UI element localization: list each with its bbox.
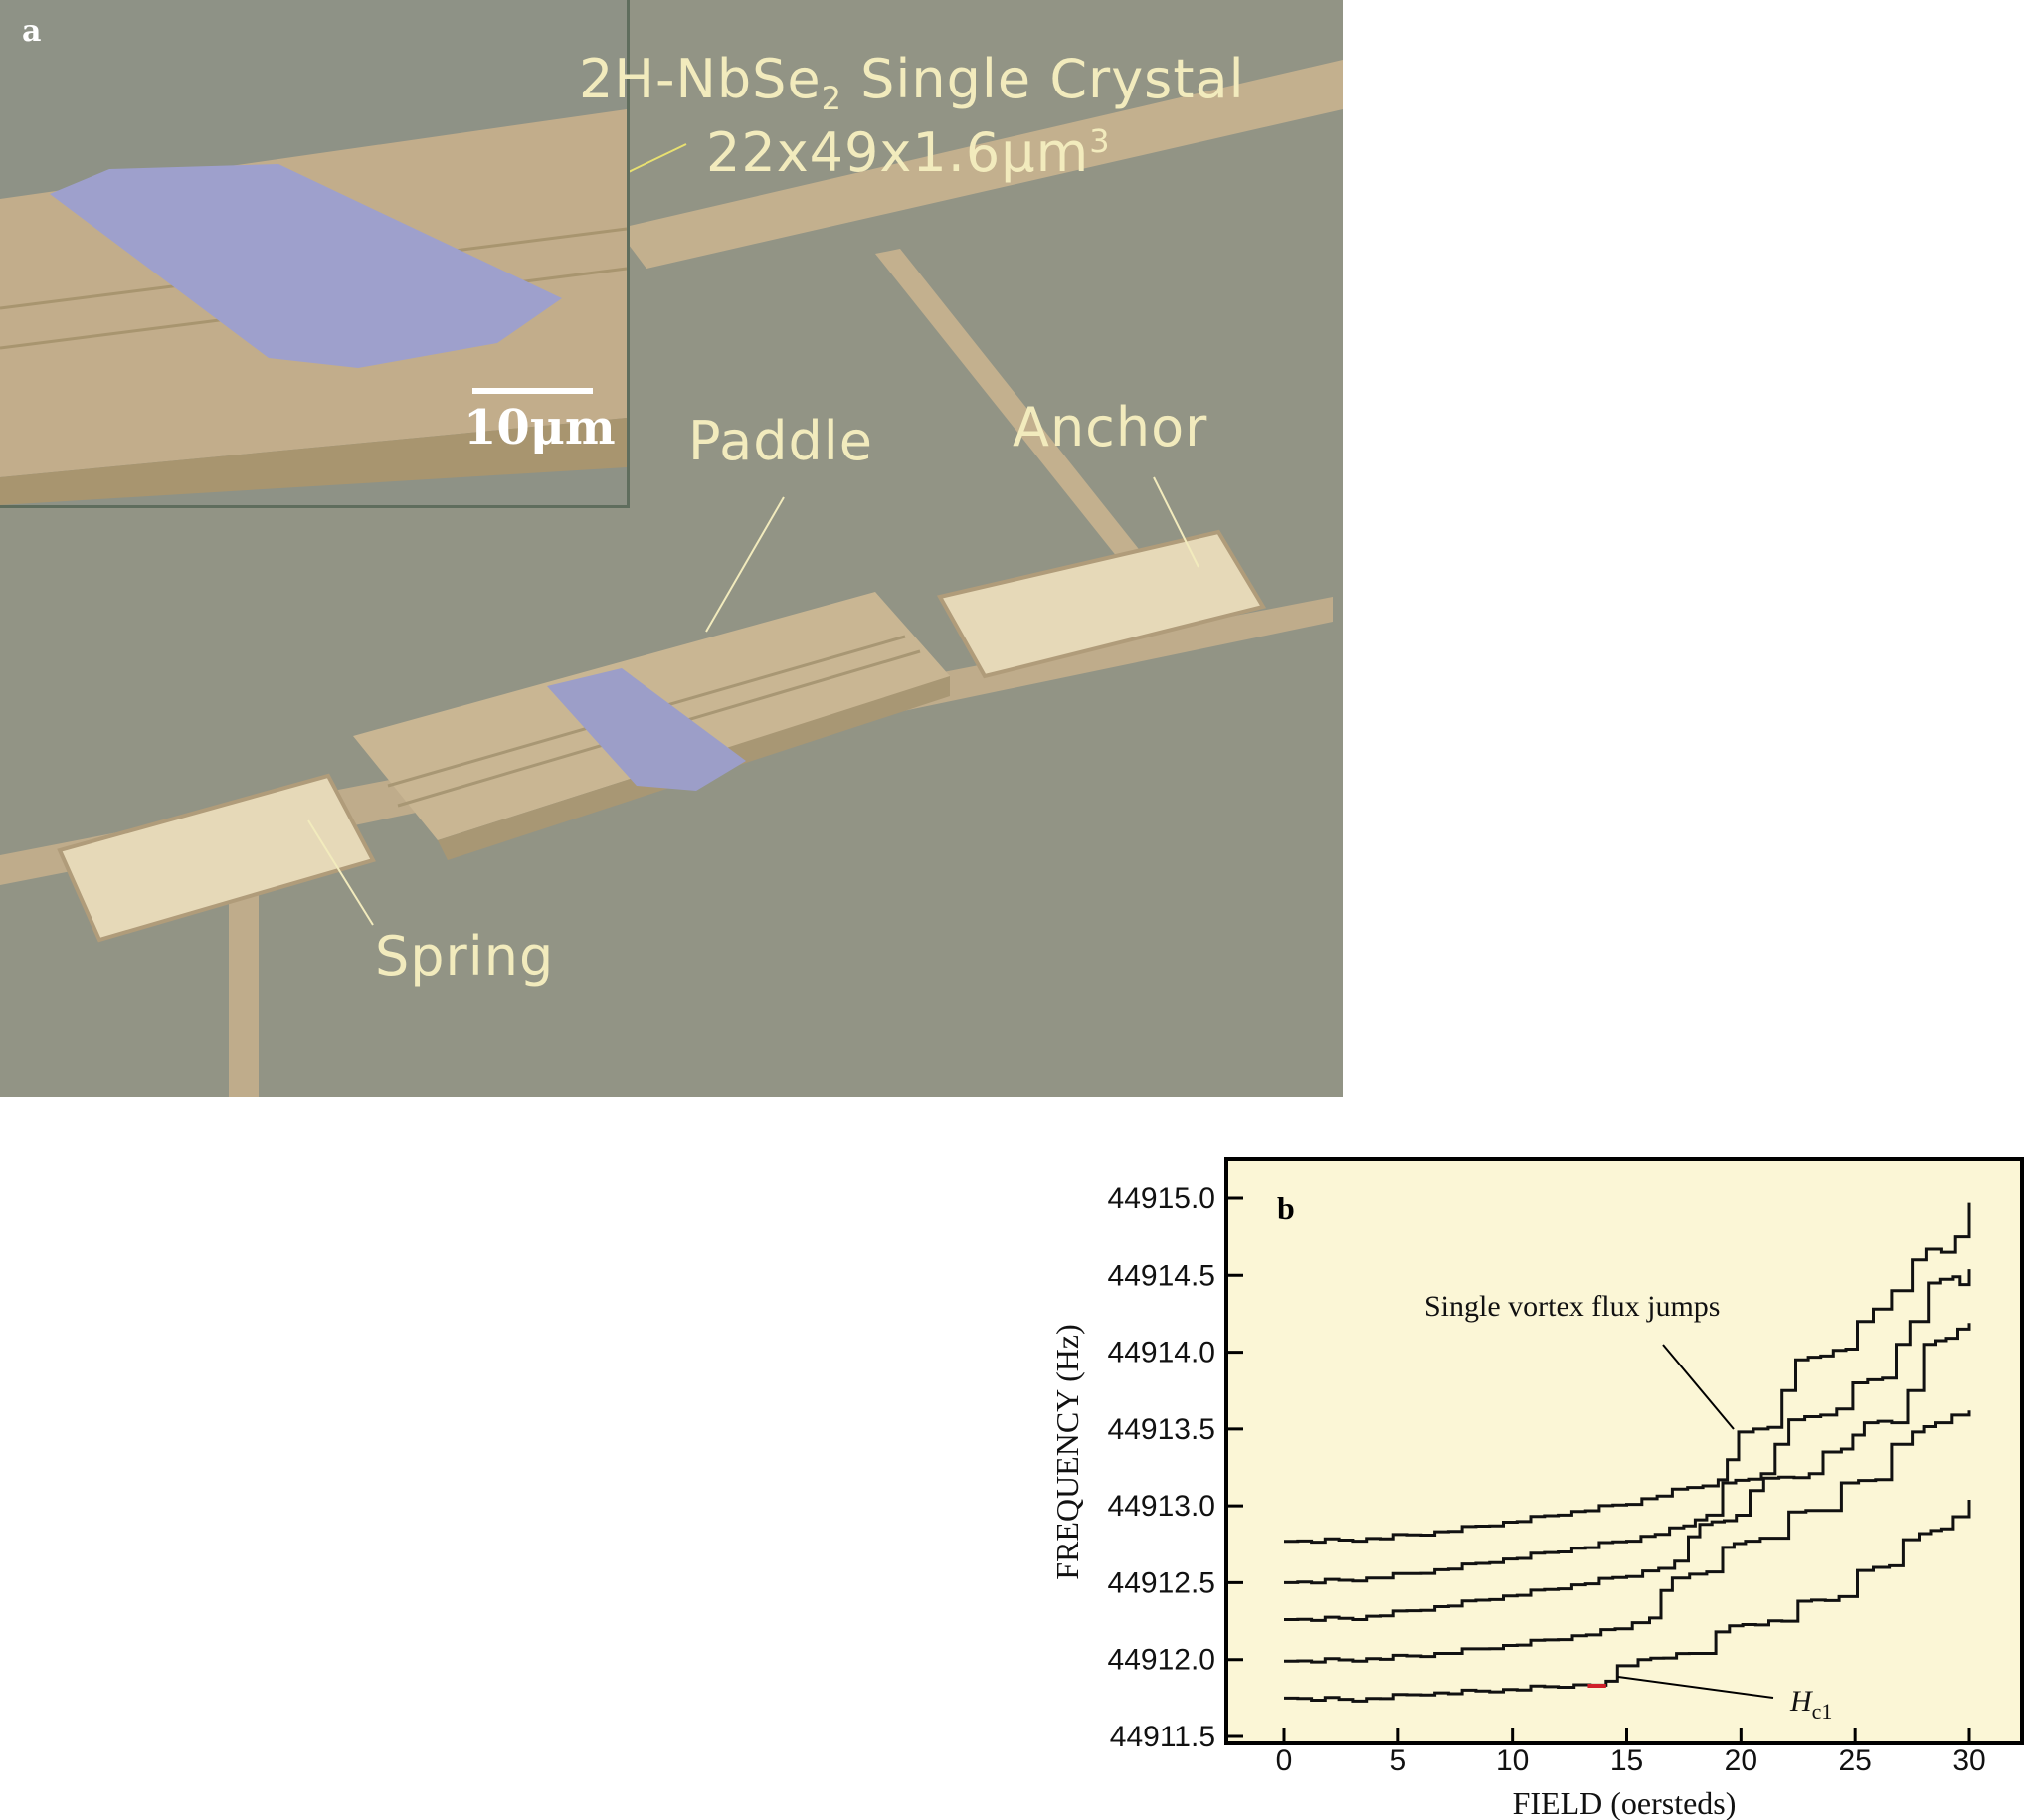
crystal-label-rest: Single Crystal [841, 48, 1245, 110]
support-arm [875, 249, 1169, 597]
y-tick-label: 44913.5 [1108, 1413, 1215, 1446]
hc1-subscript: c1 [1812, 1699, 1833, 1724]
crystal-dimensions: 22x49x1.6μm3 [706, 121, 1111, 184]
crystal-on-paddle [547, 668, 746, 791]
x-tick-label: 10 [1496, 1744, 1529, 1777]
series-line-sweep-1 [1284, 1202, 1971, 1545]
y-tick-label: 44914.0 [1108, 1337, 1215, 1369]
spring-left [57, 773, 376, 943]
spring-arrow [307, 819, 374, 926]
y-tick-label: 44912.0 [1108, 1644, 1215, 1677]
crystal-dims-sup: 3 [1089, 122, 1111, 160]
y-tick-label: 44914.5 [1108, 1259, 1215, 1292]
series-line-sweep-4 [1284, 1410, 1971, 1664]
series-line-sweep-5 [1284, 1500, 1971, 1703]
y-tick-label: 44915.0 [1108, 1183, 1215, 1215]
support-arm-lower [0, 597, 1333, 1097]
y-axis-label: FREQUENCY (Hz) [1049, 1324, 1085, 1579]
hc1-symbol: H [1789, 1685, 1814, 1718]
anchor-label: Anchor [1013, 396, 1208, 458]
y-tick-label: 44912.5 [1108, 1566, 1215, 1599]
sem-image-panel: 10μm a 2H-NbSe2 Single Crystal 22x49x1.6… [0, 0, 1343, 1097]
y-tick-label: 44911.5 [1110, 1721, 1215, 1753]
paddle-arrow [705, 496, 785, 633]
zoom-inset: 10μm [0, 0, 630, 508]
inset-crystal [50, 164, 562, 368]
annotation-flux-jumps: Single vortex flux jumps [1424, 1290, 1720, 1323]
scale-bar [472, 388, 593, 394]
spring-label: Spring [375, 925, 555, 988]
annotation-flux-jumps-leader [1662, 1344, 1735, 1430]
crystal-dims-text: 22x49x1.6μm [706, 121, 1090, 184]
x-tick-label: 15 [1610, 1744, 1643, 1777]
support-beam [617, 60, 1343, 269]
x-tick-label: 5 [1389, 1744, 1406, 1777]
series-line-sweep-3 [1284, 1323, 1971, 1622]
spring-right [936, 529, 1267, 679]
x-tick-label: 20 [1725, 1744, 1757, 1777]
paddle-label: Paddle [688, 410, 874, 472]
inset-illustration [0, 109, 627, 505]
x-tick-label: 30 [1952, 1744, 1985, 1777]
crystal-label-text: 2H-NbSe [579, 48, 822, 110]
mems-device-illustration [0, 60, 1343, 1097]
annotation-hc1-leader [1617, 1676, 1774, 1699]
inset-paddle-edge [0, 418, 627, 505]
x-tick-label: 0 [1276, 1744, 1293, 1777]
crystal-label: 2H-NbSe2 Single Crystal [579, 48, 1245, 117]
panel-letter-a: a [22, 14, 42, 49]
series-line-sweep-2 [1284, 1269, 1971, 1585]
x-axis-label: FIELD (oersteds) [1513, 1785, 1737, 1820]
crystal-label-subscript: 2 [821, 79, 842, 117]
x-tick-label: 25 [1838, 1744, 1871, 1777]
y-tick-label: 44913.0 [1108, 1490, 1215, 1523]
annotation-hc1: Hc1 [1789, 1685, 1832, 1724]
panel-letter-b: b [1277, 1190, 1295, 1226]
plot-area [1224, 1157, 2024, 1745]
anchor-arrow [1153, 476, 1199, 568]
scale-bar-label: 10μm [463, 400, 616, 455]
